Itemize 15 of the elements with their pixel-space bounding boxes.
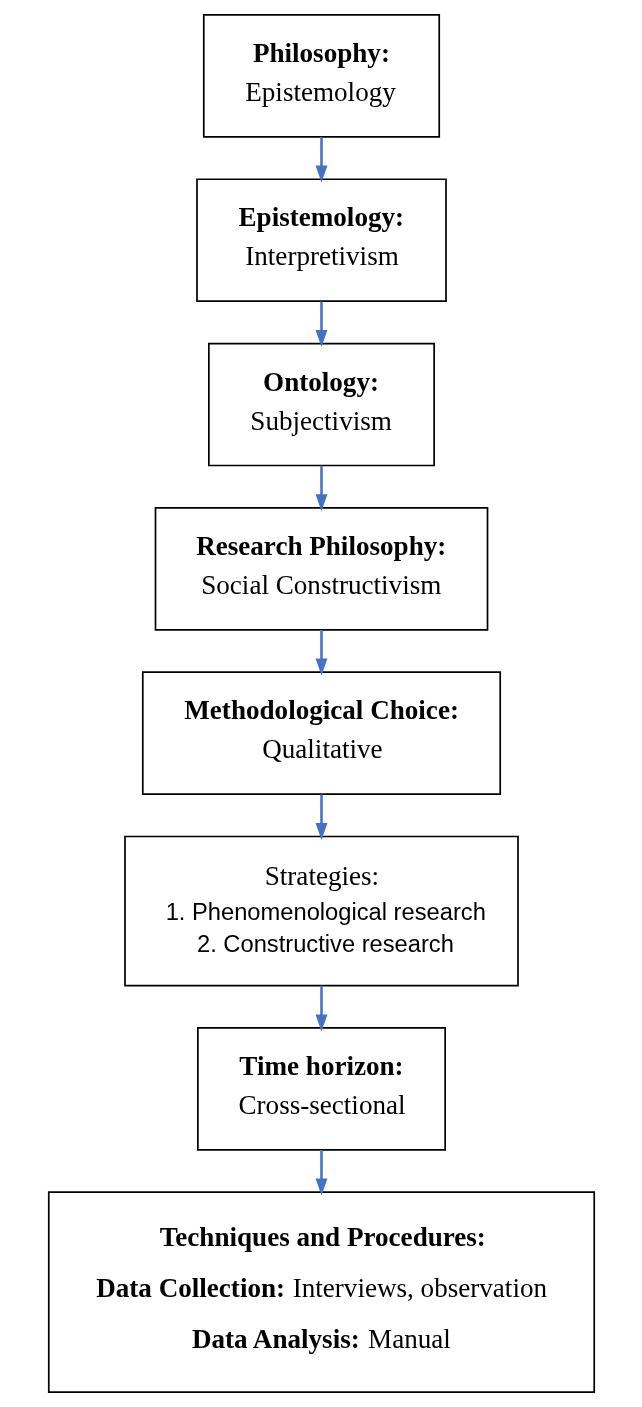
arrow bbox=[315, 630, 327, 676]
node-box: Research Philosophy: Social Constructivism bbox=[154, 507, 488, 631]
arrow bbox=[315, 137, 327, 183]
node-box: Philosophy: Epistemology bbox=[202, 14, 440, 138]
node-box: Strategies: 1. Phenomenological research 2. Constructive research bbox=[123, 835, 519, 987]
node-box: Epistemology: Interpretivism bbox=[195, 178, 447, 303]
node-box: Techniques and Procedures: Data Collection: Interviews, observation Data Analysis: Manual bbox=[47, 1191, 595, 1393]
arrow bbox=[315, 794, 327, 840]
arrow bbox=[315, 985, 327, 1032]
node-box: Ontology: Subjectivism bbox=[207, 342, 435, 467]
arrow bbox=[315, 465, 327, 512]
node-box: Time horizon: Cross-sectional bbox=[196, 1027, 446, 1151]
arrow bbox=[315, 1150, 327, 1196]
arrow bbox=[315, 301, 327, 347]
node-box: Methodological Choice: Qualitative bbox=[141, 671, 501, 795]
